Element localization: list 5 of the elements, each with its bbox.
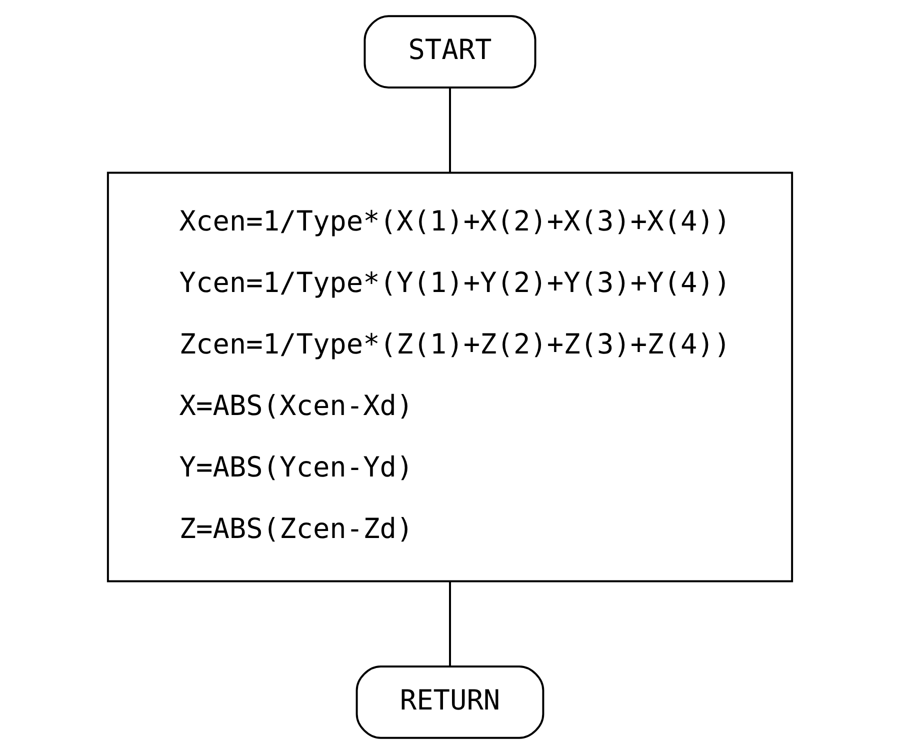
node-box: START [364, 15, 536, 88]
connector [449, 88, 451, 172]
node-box: Xcen=1/Type*(X(1)+X(2)+X(3)+X(4)) Ycen=1/Type*(Y(1)+Y(2)+Y(3)+Y(4)) Zcen=1/Type*(Z(1)+Z(2)+Z(3)+Z(4)) X=ABS(Xcen-Xd) Y=ABS(Ycen-Yd) Z=ABS(Zcen-Zd) [106, 172, 794, 582]
node-box: RETURN [356, 666, 544, 739]
connector [449, 582, 451, 666]
